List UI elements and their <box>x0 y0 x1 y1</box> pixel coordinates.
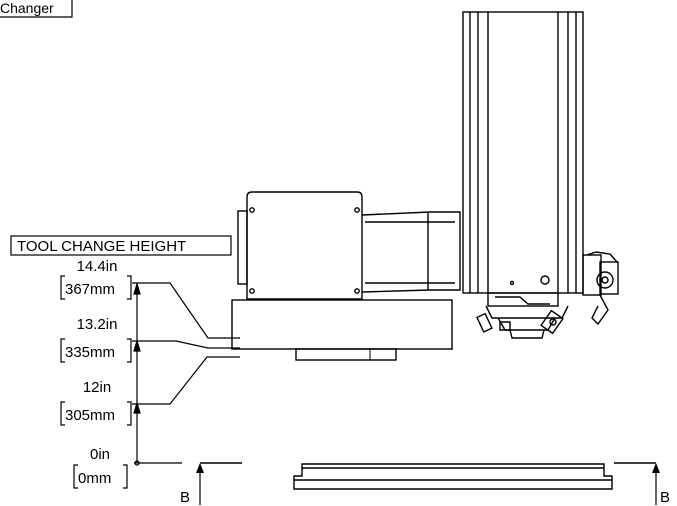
datum-line <box>133 281 182 466</box>
dimension-13-2: 13.2in 335mm <box>60 316 132 363</box>
section-marker-right: B <box>652 463 670 506</box>
section-marker-left: B <box>180 463 204 506</box>
machine-table <box>200 462 656 490</box>
dimension-0-mm: 0mm <box>78 470 111 487</box>
tool-change-height-label: TOOL CHANGE HEIGHT <box>17 238 186 255</box>
dimension-12: 12in 305mm <box>60 379 132 426</box>
spindle-column <box>462 11 584 339</box>
dimension-0: 0in 0mm <box>73 446 128 489</box>
dimension-14-4-mm: 367mm <box>65 281 115 298</box>
dimension-14-4-in: 14.4in <box>77 258 118 275</box>
dimension-12-in: 12in <box>83 379 111 396</box>
dimension-13-2-in: 13.2in <box>77 316 118 333</box>
dimension-12-mm: 305mm <box>65 407 115 424</box>
tool-change-height-box: TOOL CHANGE HEIGHT <box>10 235 232 256</box>
probe-assembly <box>582 251 619 326</box>
leader-lines <box>132 282 240 405</box>
tool-changer <box>231 191 461 361</box>
dimension-14-4: 14.4in 367mm <box>60 258 132 300</box>
header-tab-label: Changer <box>0 0 54 16</box>
dimension-13-2-mm: 335mm <box>65 344 115 361</box>
header-tab: Changer <box>0 0 73 18</box>
section-label-left: B <box>180 489 190 506</box>
section-label-right: B <box>660 489 670 506</box>
dimension-0-in: 0in <box>90 446 110 463</box>
